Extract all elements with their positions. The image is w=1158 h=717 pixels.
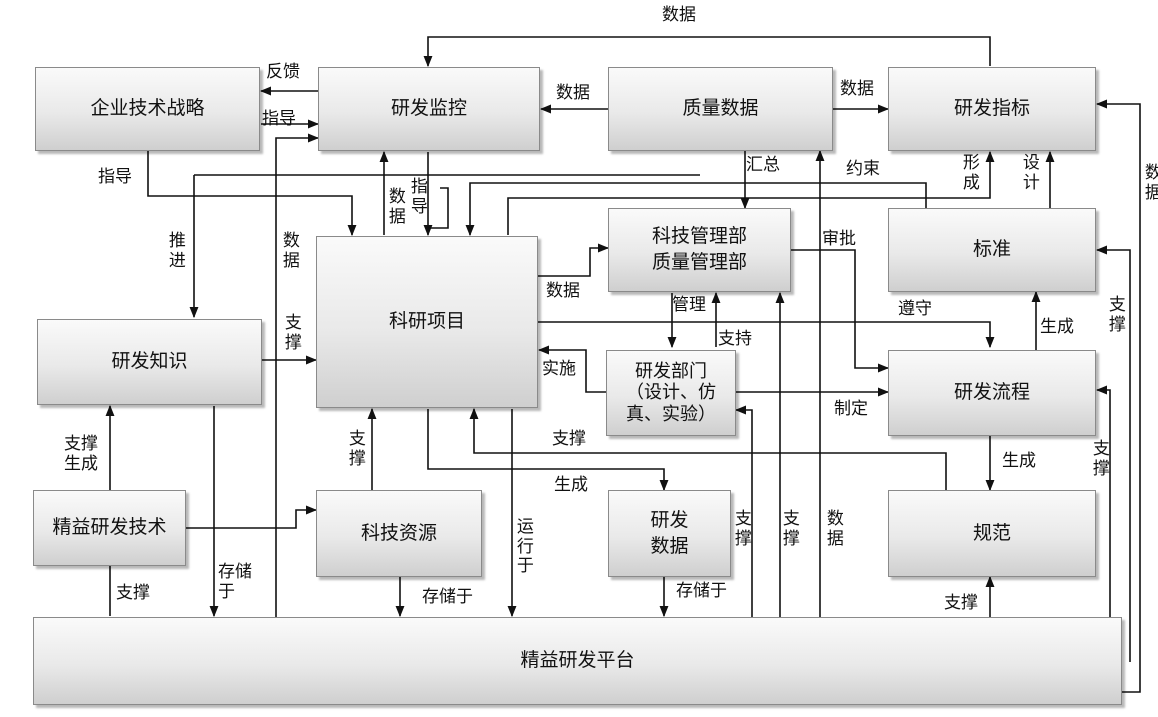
rd-indicator-text: 研发指标 — [953, 97, 1030, 120]
rd-process-text: 研发流程 — [953, 381, 1030, 404]
research-project-text: 科研项目 — [388, 310, 465, 333]
rd-data-text: 研发 数据 — [650, 508, 689, 557]
label-store-in-3: 存储于 — [676, 581, 727, 601]
standard-text: 标准 — [972, 238, 1011, 261]
quality-data-box: 质量数据 — [608, 67, 833, 151]
label-form: 形成 — [962, 153, 980, 193]
label-approve: 审批 — [822, 229, 856, 249]
label-support-platform: 支撑 — [944, 593, 978, 613]
rd-indicator-box: 研发指标 — [888, 67, 1096, 151]
label-design: 设计 — [1022, 153, 1040, 193]
label-guide-monitor-v: 指导 — [410, 177, 428, 217]
specification-box: 规范 — [888, 490, 1096, 577]
label-store-in-1: 存储于 — [218, 562, 252, 603]
tech-resource-text: 科技资源 — [360, 521, 437, 544]
label-store-in-2: 存储于 — [422, 587, 473, 607]
rd-knowledge-box: 研发知识 — [37, 319, 262, 405]
label-support-right-2: 支撑 — [1092, 439, 1110, 479]
rd-department-text: 研发部门 （设计、仿 真、实验） — [626, 360, 716, 425]
label-data-proj-mgmt: 数据 — [546, 281, 580, 301]
lean-tech-text: 精益研发技术 — [52, 516, 167, 539]
lean-platform-text: 精益研发平台 — [520, 649, 635, 672]
label-support-lean: 支撑 — [116, 583, 150, 603]
label-generate-std: 生成 — [1040, 317, 1074, 337]
label-feedback: 反馈 — [266, 62, 300, 82]
label-data-right-edge: 数据 — [1144, 163, 1158, 203]
label-constraint: 约束 — [846, 159, 880, 179]
mgmt-dept-line2: 质量管理部 — [651, 251, 747, 273]
label-formulate: 制定 — [834, 399, 868, 419]
enterprise-strategy-text: 企业技术战略 — [90, 97, 205, 120]
lean-tech-box: 精益研发技术 — [33, 490, 186, 566]
label-top-data: 数据 — [662, 5, 696, 25]
enterprise-strategy-box: 企业技术战略 — [35, 67, 260, 151]
label-generate-spec: 生成 — [1002, 451, 1036, 471]
label-generate-data: 生成 — [554, 475, 588, 495]
label-support-res: 支撑 — [348, 429, 366, 469]
rd-data-box: 研发 数据 — [608, 490, 731, 577]
quality-data-text: 质量数据 — [682, 97, 759, 120]
label-support-mid: 支撑 — [552, 429, 586, 449]
rd-monitor-text: 研发监控 — [390, 97, 467, 120]
research-project-box: 科研项目 — [316, 236, 538, 408]
label-manage: 管理 — [672, 295, 706, 315]
specification-text: 规范 — [972, 521, 1011, 544]
label-data-q-monitor: 数据 — [556, 83, 590, 103]
mgmt-dept-line1: 科技管理部 — [651, 225, 747, 248]
label-data-monitor-v: 数据 — [388, 187, 406, 227]
label-support-v2: 支撑 — [782, 509, 800, 549]
label-support-v1: 支撑 — [734, 509, 752, 549]
rd-knowledge-text: 研发知识 — [111, 350, 188, 373]
label-support-right-1: 支撑 — [1108, 295, 1126, 335]
standard-box: 标准 — [888, 208, 1096, 292]
label-support-dept: 支持 — [718, 329, 752, 349]
rd-department-box: 研发部门 （设计、仿 真、实验） — [606, 350, 736, 436]
label-data-v-left: 数据 — [282, 231, 300, 271]
label-data-q-indicator: 数据 — [840, 79, 874, 99]
rd-monitor-box: 研发监控 — [318, 67, 540, 151]
label-implement: 实施 — [542, 359, 576, 379]
tech-resource-box: 科技资源 — [316, 490, 482, 577]
lean-platform-box: 精益研发平台 — [33, 617, 1122, 705]
rd-process-box: 研发流程 — [888, 350, 1096, 436]
mgmt-dept-box: 科技管理部 质量管理部 — [608, 208, 791, 292]
label-data-v-mid: 数据 — [826, 509, 844, 549]
label-guide-right: 指导 — [262, 109, 296, 129]
label-summary: 汇总 — [746, 155, 780, 175]
label-comply: 遵守 — [898, 299, 932, 319]
label-guide-left: 指导 — [98, 167, 132, 187]
label-support-gen: 支撑生成 — [64, 434, 98, 475]
label-support-knowledge: 支撑 — [284, 313, 302, 353]
label-promote: 推进 — [168, 231, 186, 271]
label-run-on: 运行于 — [516, 517, 534, 577]
